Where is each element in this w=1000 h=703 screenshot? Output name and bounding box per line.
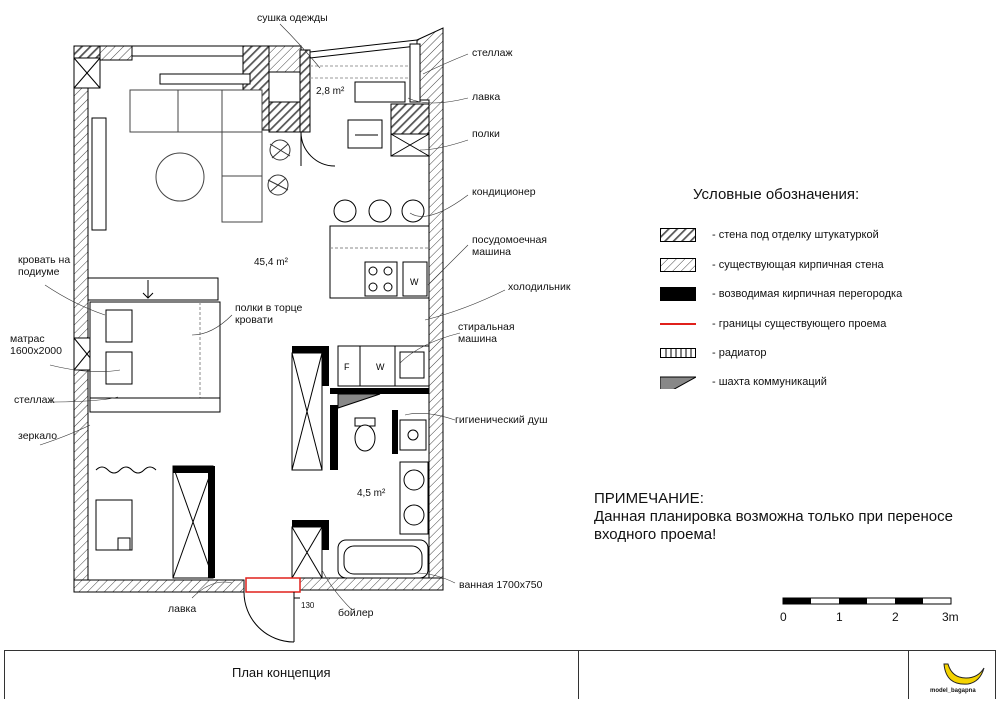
title-block xyxy=(4,650,996,699)
legend-title: Условные обозначения: xyxy=(693,186,860,203)
note-line-1: Данная планировка возможна только при пе… xyxy=(594,508,953,525)
label-dim-130: 130 xyxy=(301,601,315,610)
svg-text:W: W xyxy=(376,362,385,372)
legend-item: - радиатор xyxy=(660,346,960,362)
area-balcony: 2,8 m² xyxy=(316,86,345,97)
walls-new xyxy=(292,346,429,550)
label-stellazh-top: стеллаж xyxy=(472,47,513,59)
label-sushka: сушка одежды xyxy=(257,12,328,24)
note-line-2: входного проема! xyxy=(594,526,717,543)
coffee-table xyxy=(155,152,205,202)
scale-tick-label: 2 xyxy=(892,610,899,624)
label-zerkalo: зеркало xyxy=(18,430,58,442)
label-vannaya: ванная 1700х750 xyxy=(459,579,543,591)
scale-tick-label: 0 xyxy=(780,610,787,624)
label-stellazh-left: стеллаж xyxy=(14,394,55,406)
legend-item: - шахта коммуникаций xyxy=(660,375,960,391)
label-stiralnaya-2: машина xyxy=(458,333,497,345)
legend-item: - стена под отделку штукатуркой xyxy=(660,228,960,244)
legend-item: - существующая кирпичная стена xyxy=(660,258,960,274)
balcony xyxy=(309,39,421,103)
label-polki: полки xyxy=(472,128,500,140)
area-main: 45,4 m² xyxy=(254,257,288,268)
label-boiler: бойлер xyxy=(338,607,374,619)
plant-icon xyxy=(267,139,291,196)
label-posudomoechnaya-1: посудомоечная xyxy=(472,234,547,246)
red-line-icon xyxy=(660,323,696,325)
label-krovat-2: подиуме xyxy=(18,266,60,278)
banana-logo-icon xyxy=(943,663,985,685)
scale-tick-label: 1 xyxy=(836,610,843,624)
note: ПРИМЕЧАНИЕ: Данная планировка возможна т… xyxy=(594,490,953,544)
label-polki-torce-2: кровати xyxy=(235,314,274,326)
scale-bar xyxy=(782,597,952,605)
bed xyxy=(87,277,221,399)
area-bath: 4,5 m² xyxy=(357,488,386,499)
label-holodilnik: холодильник xyxy=(508,281,571,293)
scale-tick-label: 3m xyxy=(942,610,959,624)
sofa xyxy=(129,89,263,223)
svg-text:W: W xyxy=(410,277,419,287)
hatch-light-icon xyxy=(660,258,696,272)
label-krovat-1: кровать на xyxy=(18,254,71,266)
radiator-icon xyxy=(660,348,696,358)
label-kondicioner: кондиционер xyxy=(472,186,536,198)
label-polki-torce-1: полки в торце xyxy=(235,302,303,314)
closet xyxy=(172,465,215,579)
label-stiralnaya-1: стиральная xyxy=(458,321,515,333)
bathroom-fixtures xyxy=(337,417,429,579)
label-matras-2: 1600х2000 xyxy=(10,345,62,357)
page-title: План концепция xyxy=(232,665,331,680)
label-matras-1: матрас xyxy=(10,333,45,345)
bar-stools xyxy=(333,199,425,223)
walls-existing xyxy=(73,27,444,593)
label-posudomoechnaya-2: машина xyxy=(472,246,511,258)
kitchen-counter: W xyxy=(329,225,430,299)
solid-black-icon xyxy=(660,287,696,301)
note-heading: ПРИМЕЧАНИЕ: xyxy=(594,490,704,507)
label-lavka-top: лавка xyxy=(472,91,501,103)
label-lavka-bottom: лавка xyxy=(168,603,197,615)
entrance-opening xyxy=(245,577,301,593)
leader-lines xyxy=(39,23,506,611)
logo-text: model_bagapna xyxy=(930,688,976,694)
svg-text:F: F xyxy=(344,362,350,372)
shaft-icon xyxy=(660,376,696,389)
legend-item: - границы существующего проема xyxy=(660,317,960,333)
hatch-heavy-icon xyxy=(660,228,696,242)
legend-item: - возводимая кирпичная перегородка xyxy=(660,287,960,303)
label-gigienicheskiy: гигиенический душ xyxy=(455,414,548,426)
